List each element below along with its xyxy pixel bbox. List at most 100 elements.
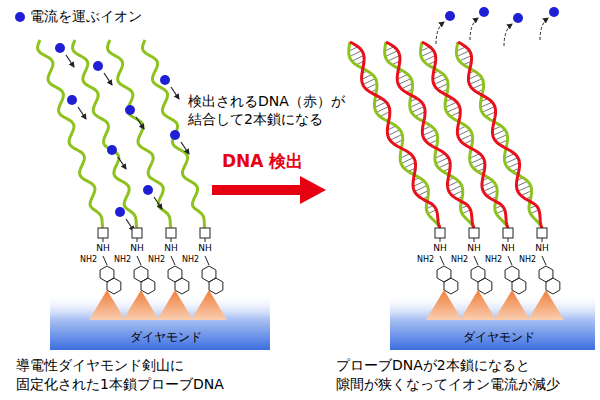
bond xyxy=(542,238,543,242)
chem-label: NH2 xyxy=(512,255,536,264)
chem-label: NH2 xyxy=(107,255,131,264)
linker-square xyxy=(166,228,176,238)
probe-strand xyxy=(38,40,103,228)
base-pair xyxy=(518,186,531,192)
base-pair xyxy=(421,51,433,57)
diamond-band: ダイヤモンド xyxy=(50,280,282,350)
double-helix xyxy=(421,42,508,228)
base-pair xyxy=(445,102,457,107)
probe-strand xyxy=(108,40,171,228)
base-pair xyxy=(375,102,386,108)
base-pair xyxy=(508,163,520,168)
base-pair xyxy=(460,134,472,140)
bond xyxy=(508,238,509,242)
probe-strand xyxy=(456,42,542,228)
diamond-spike xyxy=(89,290,125,320)
probe-strand xyxy=(73,40,137,228)
ion-arrow xyxy=(118,157,126,169)
base-pair xyxy=(472,84,483,89)
base-pair xyxy=(424,56,436,62)
ion xyxy=(445,11,455,21)
base-pair xyxy=(352,55,364,61)
base-pair xyxy=(404,162,415,168)
chem-label: NH xyxy=(496,243,520,253)
base-pair xyxy=(413,181,424,186)
diamond-spike xyxy=(191,290,227,320)
linker-square xyxy=(503,228,513,238)
base-pair xyxy=(471,158,484,164)
base-pair xyxy=(401,84,412,89)
base-pair xyxy=(366,84,377,89)
bond xyxy=(137,256,141,265)
ion-arrow xyxy=(470,18,478,40)
bond xyxy=(205,238,206,242)
chem-label: NH xyxy=(462,243,486,253)
base-pair xyxy=(385,51,397,57)
ion-arrow xyxy=(66,55,74,67)
legend-text: 電流を運ぶイオン xyxy=(30,7,142,25)
base-pair xyxy=(473,163,485,168)
probe-strand xyxy=(349,42,440,228)
chem-label: NH xyxy=(125,243,149,253)
ring xyxy=(546,278,560,294)
base-pair xyxy=(388,55,400,61)
base-pair xyxy=(495,135,507,141)
ion xyxy=(93,61,103,71)
base-pair xyxy=(449,185,462,191)
chem-label: NH xyxy=(159,243,183,253)
bond xyxy=(137,238,138,242)
base-pair xyxy=(505,158,518,164)
ion xyxy=(479,7,489,17)
base-pair xyxy=(401,158,414,164)
ring xyxy=(512,278,526,294)
ion-arrow xyxy=(504,24,512,46)
chem-label: NH xyxy=(193,243,217,253)
base-pair xyxy=(482,181,493,186)
chem-label: NH xyxy=(428,243,452,253)
ion xyxy=(549,7,559,17)
ion-arrow xyxy=(436,22,444,44)
base-pair xyxy=(482,107,495,113)
double-helix xyxy=(349,42,440,228)
base-pair xyxy=(410,102,421,107)
ring xyxy=(175,278,189,294)
base-pair xyxy=(349,51,361,57)
linker-square xyxy=(537,228,547,238)
linker-square xyxy=(98,228,108,238)
bond xyxy=(171,256,175,265)
bond xyxy=(474,238,475,242)
base-pair xyxy=(448,181,459,186)
base-pair xyxy=(423,130,435,136)
chem-label: NH2 xyxy=(73,255,97,264)
process-label: DNA 検出 xyxy=(222,150,303,172)
ion-arrow xyxy=(104,73,112,85)
base-pair xyxy=(412,106,425,112)
probe-strand xyxy=(385,42,474,228)
callout-note: 検出されるDNA（赤）が 結合して2本鎖になる xyxy=(188,92,366,128)
base-pair xyxy=(457,51,470,57)
bond xyxy=(508,256,512,265)
target-strand xyxy=(458,42,542,228)
ion-arrow xyxy=(171,87,179,99)
base-pair xyxy=(439,163,450,168)
bond xyxy=(440,256,444,265)
bond xyxy=(205,256,209,265)
chem-label: NH xyxy=(91,243,115,253)
ring xyxy=(478,278,492,294)
diamond-spike xyxy=(460,290,496,320)
band-label: ダイヤモンド xyxy=(50,330,282,344)
chem-label: NH2 xyxy=(141,255,165,264)
base-pair xyxy=(415,185,428,191)
band-label: ダイヤモンド xyxy=(390,330,600,344)
ring xyxy=(141,278,155,294)
chem-label: NH xyxy=(530,243,554,253)
ion xyxy=(160,75,170,85)
linker-square xyxy=(469,228,479,238)
base-pair xyxy=(363,78,376,84)
base-pair xyxy=(434,79,447,85)
ion xyxy=(143,185,153,195)
bond xyxy=(474,256,478,265)
ion xyxy=(170,130,180,140)
ion xyxy=(67,95,77,105)
